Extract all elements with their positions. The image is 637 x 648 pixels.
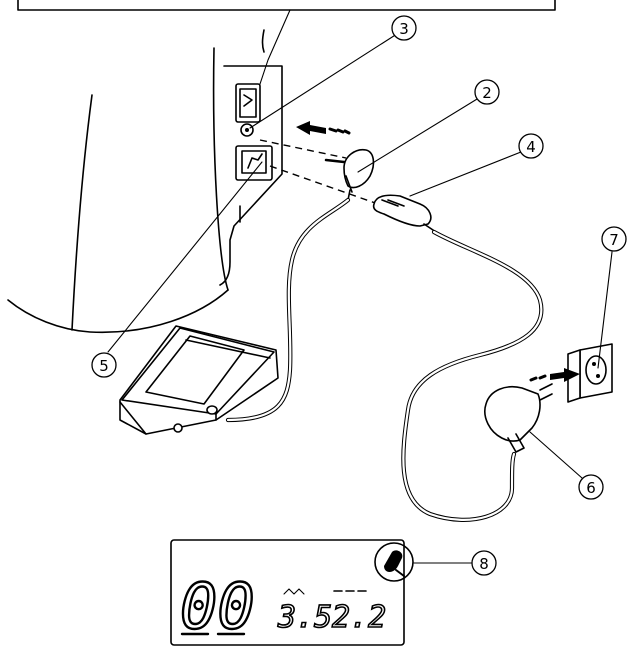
callout-2: 2 xyxy=(474,79,500,105)
callout-5: 5 xyxy=(91,352,117,378)
leader-5 xyxy=(107,161,263,353)
power-switch-icon[interactable] xyxy=(235,83,261,123)
leader-3 xyxy=(249,31,401,129)
callout-4: 4 xyxy=(518,133,544,159)
svg-text:5: 5 xyxy=(99,357,109,375)
caption-box-edge xyxy=(17,0,556,11)
stitch-width-icon xyxy=(283,588,305,595)
lcd-pattern-number: 00 xyxy=(180,570,255,643)
svg-text:2: 2 xyxy=(482,84,492,102)
lcd-stitch-width: 3.5 xyxy=(277,600,332,635)
sewing-machine-body xyxy=(7,29,283,334)
wall-outlet-icon xyxy=(567,343,613,403)
foot-control-pedal-icon xyxy=(119,325,279,435)
insert-arrow-icon xyxy=(296,121,351,135)
lcd-stitch-length: 2.2 xyxy=(332,600,386,635)
power-plug-icon xyxy=(372,194,437,233)
callout-3: 3 xyxy=(391,15,417,41)
leader-6 xyxy=(529,431,583,479)
lcd-display: 00 3.5 2.2 xyxy=(170,539,414,646)
mains-plug-icon xyxy=(483,383,553,453)
callout-8: 8 xyxy=(471,550,497,576)
callout-7: 7 xyxy=(601,226,627,252)
outlet-arrow-icon xyxy=(529,368,580,382)
leader-7 xyxy=(597,251,613,369)
svg-text:6: 6 xyxy=(586,479,596,497)
plug-guide-dashes xyxy=(259,139,347,159)
svg-text:8: 8 xyxy=(479,555,489,573)
foot-control-indicator-icon xyxy=(374,542,414,582)
svg-text:7: 7 xyxy=(609,231,619,249)
leader-2 xyxy=(357,95,483,173)
svg-text:3: 3 xyxy=(399,20,409,38)
foot-control-jack-icon xyxy=(240,123,254,137)
leader-4 xyxy=(409,149,527,197)
svg-text:4: 4 xyxy=(526,138,536,156)
foot-control-plug-icon xyxy=(324,148,375,201)
machine-socket-icon xyxy=(235,145,273,181)
callout-6: 6 xyxy=(578,474,604,500)
